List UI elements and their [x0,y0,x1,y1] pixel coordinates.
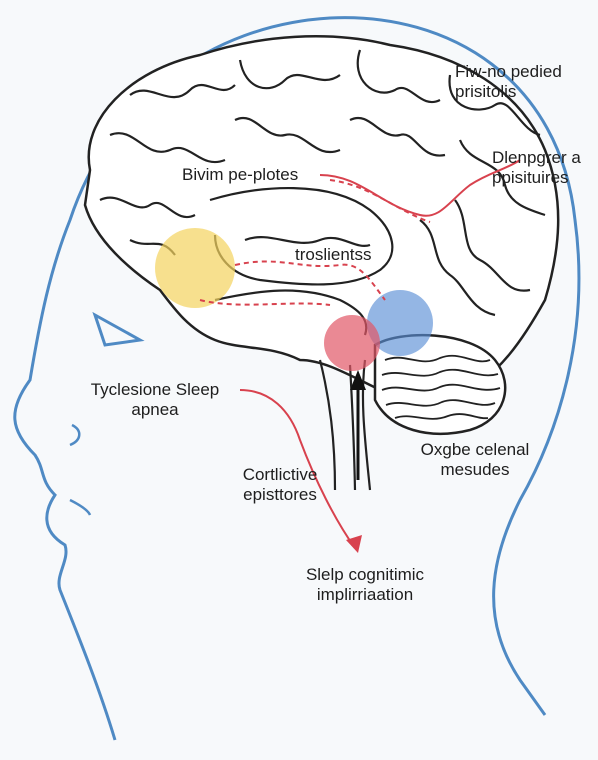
mouth-line [69,498,92,516]
cerebellum-folds [381,354,501,420]
yellow-spot [155,228,235,308]
pathway-arrowhead [346,535,362,553]
label-left-lower: Cortlictive episttores [242,465,318,504]
up-arrow-icon [350,370,366,480]
label-left-mid: Tyclesione Sleep apnea [90,380,220,419]
eye-mark [92,311,145,347]
nose-line [69,423,81,447]
label-right-mid: Dlenpgrer a ppisituires [492,148,581,187]
label-bottom: Slelp cognitimic implirriaation [305,565,425,604]
red-pathways [199,159,521,549]
brain-outline [83,35,560,403]
red-spot [324,315,380,371]
label-right-lower: Oxgbe celenal mesudes [420,440,530,479]
label-upper-center: Bivim pe-plotes [182,165,299,184]
label-top-right: Fiw-no pedied prisitolis [455,62,562,101]
blue-spot [367,290,433,356]
label-center: troslientss [295,245,372,264]
